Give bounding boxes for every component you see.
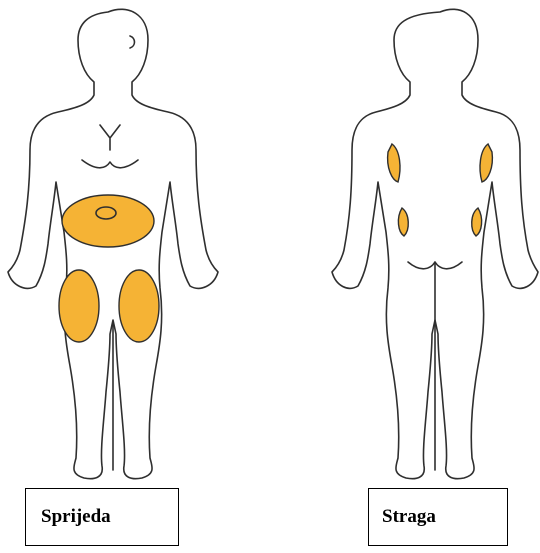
left-hip-injection-site bbox=[398, 208, 408, 236]
back-label-text: Straga bbox=[382, 506, 436, 528]
right-upper-arm-injection-site bbox=[480, 144, 492, 182]
front-label-text: Sprijeda bbox=[41, 506, 111, 528]
left-upper-arm-injection-site bbox=[388, 144, 400, 182]
right-hip-injection-site bbox=[472, 208, 482, 236]
back-body-figure bbox=[0, 0, 540, 490]
front-label: Sprijeda bbox=[25, 488, 179, 546]
back-label: Straga bbox=[368, 488, 508, 546]
back-body-outline bbox=[332, 9, 538, 478]
